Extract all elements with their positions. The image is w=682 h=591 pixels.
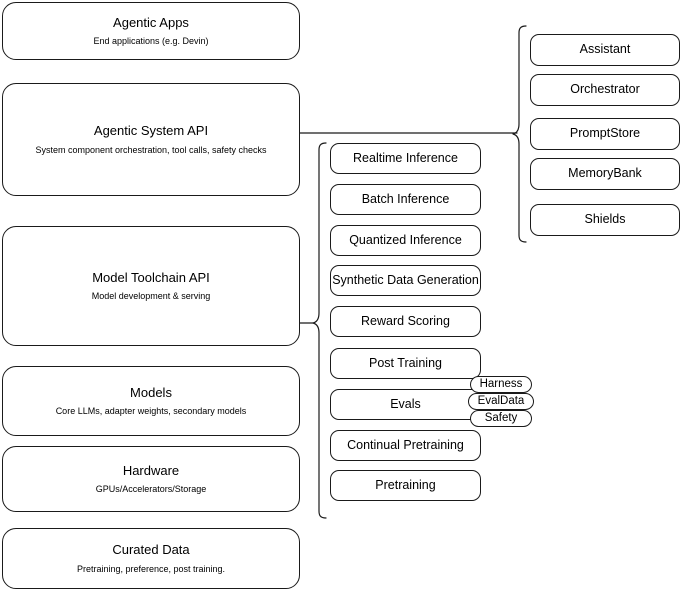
layer-hardware[interactable]: Hardware GPUs/Accelerators/Storage	[2, 446, 300, 512]
component-promptstore[interactable]: PromptStore	[530, 118, 680, 150]
evals-tag-evaldata[interactable]: EvalData	[468, 393, 534, 410]
layer-title: Models	[130, 384, 172, 400]
evals-tag-label: EvalData	[477, 394, 525, 407]
layer-title: Agentic System API	[93, 123, 209, 139]
capability-label: Realtime Inference	[353, 150, 458, 165]
component-label: PromptStore	[569, 126, 641, 141]
capability-label: Continual Pretraining	[347, 437, 464, 452]
capability-label: Pretraining	[375, 477, 436, 492]
layer-title: Agentic Apps	[113, 14, 189, 30]
capability-synthetic-data-generation[interactable]: Synthetic Data Generation	[330, 265, 481, 296]
layer-title: Model Toolchain API	[92, 269, 210, 285]
component-assistant[interactable]: Assistant	[530, 34, 680, 66]
layer-models[interactable]: Models Core LLMs, adapter weights, secon…	[2, 366, 300, 436]
layer-subtitle: Pretraining, preference, post training.	[76, 563, 226, 574]
component-memorybank[interactable]: MemoryBank	[530, 158, 680, 190]
capability-post-training[interactable]: Post Training	[330, 348, 481, 379]
layer-agentic-apps[interactable]: Agentic Apps End applications (e.g. Devi…	[2, 2, 300, 60]
evals-tag-harness[interactable]: Harness	[470, 376, 532, 393]
layer-curated-data[interactable]: Curated Data Pretraining, preference, po…	[2, 528, 300, 589]
layer-subtitle: System component orchestration, tool cal…	[35, 144, 267, 155]
brace-system-components	[512, 25, 527, 243]
layer-model-toolchain-api[interactable]: Model Toolchain API Model development & …	[2, 226, 300, 346]
evals-tag-safety[interactable]: Safety	[470, 410, 532, 427]
brace-toolchain-capabilities	[312, 142, 327, 519]
layer-subtitle: Model development & serving	[91, 291, 211, 301]
capability-reward-scoring[interactable]: Reward Scoring	[330, 306, 481, 337]
capability-label: Post Training	[369, 355, 442, 370]
layer-subtitle: End applications (e.g. Devin)	[93, 36, 209, 46]
layer-subtitle: GPUs/Accelerators/Storage	[95, 484, 207, 494]
component-label: Orchestrator	[570, 82, 640, 97]
component-orchestrator[interactable]: Orchestrator	[530, 74, 680, 106]
capability-evals[interactable]: Evals	[330, 389, 481, 420]
capability-quantized-inference[interactable]: Quantized Inference	[330, 225, 481, 256]
capability-label: Reward Scoring	[361, 313, 450, 328]
component-label: MemoryBank	[568, 166, 642, 181]
capability-continual-pretraining[interactable]: Continual Pretraining	[330, 430, 481, 461]
capability-realtime-inference[interactable]: Realtime Inference	[330, 143, 481, 174]
capability-pretraining[interactable]: Pretraining	[330, 470, 481, 501]
layer-agentic-system-api[interactable]: Agentic System API System component orch…	[2, 83, 300, 196]
component-label: Shields	[584, 212, 626, 227]
component-label: Assistant	[579, 42, 631, 57]
capability-label: Quantized Inference	[349, 232, 462, 247]
capability-label: Batch Inference	[361, 191, 450, 206]
layer-subtitle: Core LLMs, adapter weights, secondary mo…	[55, 406, 247, 416]
layer-title: Hardware	[122, 462, 180, 478]
layer-title: Curated Data	[112, 542, 190, 558]
evals-tag-label: Harness	[479, 377, 523, 390]
capability-label: Synthetic Data Generation	[332, 272, 479, 287]
capability-label: Evals	[390, 396, 421, 411]
component-shields[interactable]: Shields	[530, 204, 680, 236]
evals-tag-label: Safety	[484, 411, 518, 424]
capability-batch-inference[interactable]: Batch Inference	[330, 184, 481, 215]
